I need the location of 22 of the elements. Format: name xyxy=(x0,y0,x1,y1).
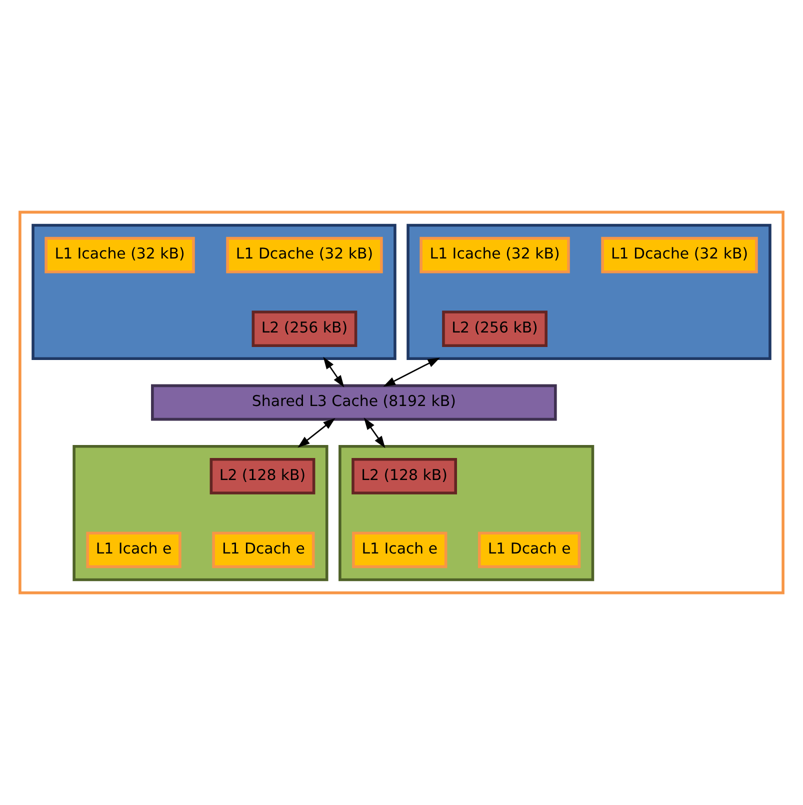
cluster xyxy=(32,224,396,360)
node-box: L1 Icache (32 kB) xyxy=(44,236,195,274)
node-box: L1 Icach e xyxy=(86,532,182,568)
node-box: L1 Dcach e xyxy=(212,532,315,568)
arrow xyxy=(383,358,440,387)
node-box: L2 (256 kB) xyxy=(252,310,358,347)
cluster xyxy=(72,444,328,582)
node-box: L1 Icache (32 kB) xyxy=(420,236,570,274)
arrow xyxy=(298,418,336,448)
node-box: L1 Dcache (32 kB) xyxy=(226,236,383,274)
cluster xyxy=(18,210,784,594)
node-box: Shared L3 Cache (8192 kB) xyxy=(151,384,557,421)
arrow xyxy=(323,356,344,388)
node-box: L2 (128 kB) xyxy=(352,458,457,494)
node-box: L1 Dcache (32 kB) xyxy=(601,236,758,274)
node-box: L2 (128 kB) xyxy=(210,458,316,494)
node-box: L2 (256 kB) xyxy=(442,310,548,347)
node-box: L1 Icach e xyxy=(352,532,448,568)
cluster xyxy=(338,444,594,582)
node-box: L1 Dcach e xyxy=(478,532,581,568)
cluster xyxy=(406,224,772,360)
arrow xyxy=(364,418,386,448)
